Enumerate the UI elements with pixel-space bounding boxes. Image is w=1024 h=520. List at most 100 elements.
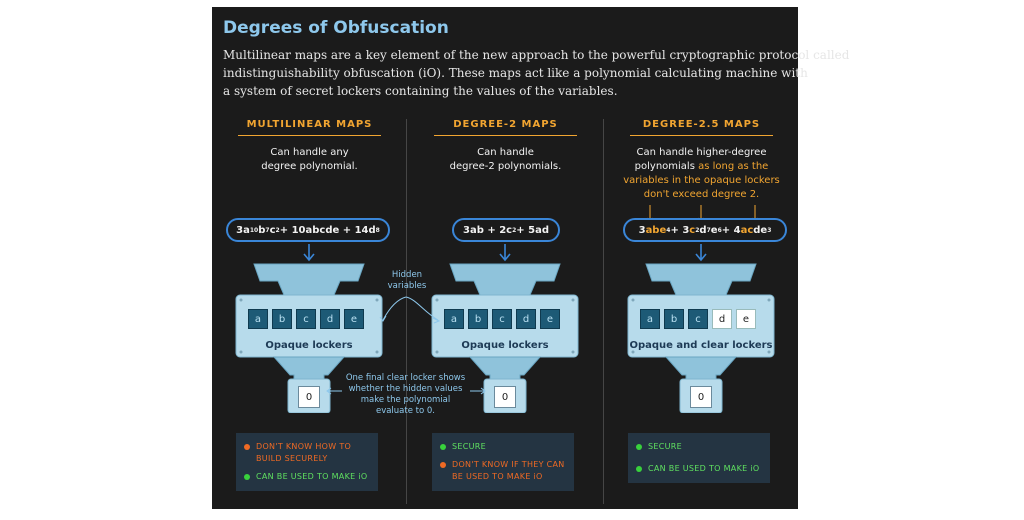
status-dot	[440, 462, 446, 468]
status-dot	[636, 466, 642, 472]
description-line: polynomials as long as the	[604, 160, 799, 174]
note-line: One final clear locker shows	[345, 373, 466, 383]
column-description: Can handle any degree polynomial.	[212, 146, 407, 174]
formula-part: e	[710, 224, 718, 236]
status-text: DON'T KNOW IF THEY CAN BE USED TO MAKE i…	[452, 460, 565, 481]
status-text: CAN BE USED TO MAKE iO	[648, 464, 760, 473]
status-item: CAN BE USED TO MAKE iO	[236, 469, 378, 485]
heading-rule	[434, 135, 577, 136]
calculating-machine	[627, 244, 775, 413]
status-text: SECURE	[452, 442, 486, 451]
formula-part: 3ab + 2c	[462, 224, 513, 236]
description-highlight: as long as the	[698, 161, 769, 172]
formula-part-highlight: c	[689, 224, 696, 236]
formula-part: + 5ad	[516, 224, 549, 236]
locker-a: a	[640, 309, 660, 329]
status-text: DON'T KNOW HOW TO BUILD SECURELY	[256, 442, 352, 463]
formula-part-highlight: ac	[740, 224, 754, 236]
locker-row: a b c d e	[444, 309, 560, 329]
formula-part: c	[269, 224, 276, 236]
column-heading: MULTILINEAR MAPS	[246, 119, 373, 130]
description-line: degree polynomial.	[261, 161, 358, 172]
infographic-panel: Degrees of Obfuscation Multilinear maps …	[212, 7, 850, 509]
status-dot	[636, 444, 642, 450]
intro-text: Multilinear maps are a key element of th…	[223, 46, 850, 100]
note-line: whether the hidden values	[348, 384, 463, 394]
locker-d: d	[516, 309, 536, 329]
description-line: Can handle	[477, 147, 534, 158]
intro-line: Multilinear maps are a key element of th…	[223, 48, 850, 62]
locker-a: a	[248, 309, 268, 329]
locker-label: Opaque and clear lockers	[629, 340, 773, 351]
description-line: Can handle higher-degree	[636, 147, 767, 158]
column-heading: DEGREE-2 MAPS	[453, 119, 558, 130]
intro-line: a system of secret lockers containing th…	[223, 84, 618, 98]
status-dot	[440, 444, 446, 450]
status-text: CAN BE USED TO MAKE iO	[256, 472, 368, 481]
formula-arrow	[499, 244, 511, 262]
status-item: SECURE	[432, 439, 574, 455]
formula-part: + 3	[670, 224, 690, 236]
formula-exponent: 2	[512, 226, 517, 234]
status-box: SECURE DON'T KNOW IF THEY CAN BE USED TO…	[432, 433, 574, 491]
column-multilinear: MULTILINEAR MAPS Can handle any degree p…	[212, 113, 407, 509]
calculating-machine	[431, 244, 579, 413]
description-highlight: don't exceed degree 2.	[643, 189, 760, 200]
formula-exponent: 8	[375, 226, 380, 234]
formula-exponent: 10	[249, 226, 259, 234]
locker-d: d	[320, 309, 340, 329]
description-line: degree-2 polynomials.	[449, 161, 562, 172]
column-divider	[603, 119, 604, 504]
formula-part: + 4	[721, 224, 741, 236]
final-locker-note: One final clear locker shows whether the…	[338, 373, 473, 417]
formula-exponent: 6	[717, 226, 722, 234]
note-line: Hidden	[391, 270, 423, 280]
column-description: Can handle degree-2 polynomials.	[408, 146, 603, 174]
formula-part: d	[699, 224, 707, 236]
locker-row: a b c d e	[248, 309, 364, 329]
heading-rule	[238, 135, 381, 136]
clear-locker-d: d	[712, 309, 732, 329]
formula-exponent: 4	[666, 226, 671, 234]
result-locker: 0	[298, 386, 320, 408]
status-box: DON'T KNOW HOW TO BUILD SECURELY CAN BE …	[236, 433, 378, 491]
column-degree-2-5: DEGREE-2.5 MAPS Can handle higher-degree…	[604, 113, 799, 509]
note-line: evaluate to 0.	[375, 406, 436, 416]
note-line: variables	[387, 281, 427, 291]
status-dot	[244, 444, 250, 450]
formula-part: de	[753, 224, 768, 236]
locker-b: b	[468, 309, 488, 329]
description-line: Can handle any	[270, 147, 349, 158]
formula-part-highlight: abe	[645, 224, 667, 236]
column-degree-2: DEGREE-2 MAPS Can handle degree-2 polyno…	[408, 113, 603, 509]
locker-e: e	[344, 309, 364, 329]
formula-exponent: 2	[275, 226, 280, 234]
result-locker: 0	[690, 386, 712, 408]
locker-e: e	[540, 309, 560, 329]
formula-part: 3a	[236, 224, 250, 236]
input-funnel	[253, 263, 365, 296]
intro-line: indistinguishability obfuscation (iO). T…	[223, 66, 808, 80]
description-text: polynomials	[634, 161, 695, 172]
status-dot	[244, 474, 250, 480]
status-item: SECURE	[628, 439, 770, 455]
input-funnel	[645, 263, 757, 296]
status-item: DON'T KNOW HOW TO BUILD SECURELY	[236, 439, 378, 467]
locker-c: c	[296, 309, 316, 329]
formula-exponent: 7	[706, 226, 711, 234]
locker-label: Opaque lockers	[265, 340, 353, 351]
formula-arrow	[303, 244, 315, 262]
status-item: CAN BE USED TO MAKE iO	[628, 461, 770, 477]
formula-exponent: 3	[767, 226, 772, 234]
clear-locker-e: e	[736, 309, 756, 329]
status-box: SECURE CAN BE USED TO MAKE iO	[628, 433, 770, 483]
input-funnel	[449, 263, 561, 296]
locker-row: a b c d e	[640, 309, 756, 329]
hidden-variables-note: Hidden variables	[377, 270, 437, 292]
column-description: Can handle higher-degree polynomials as …	[604, 146, 799, 202]
note-line: make the polynomial	[360, 395, 451, 405]
formula-exponent: 2	[695, 226, 700, 234]
